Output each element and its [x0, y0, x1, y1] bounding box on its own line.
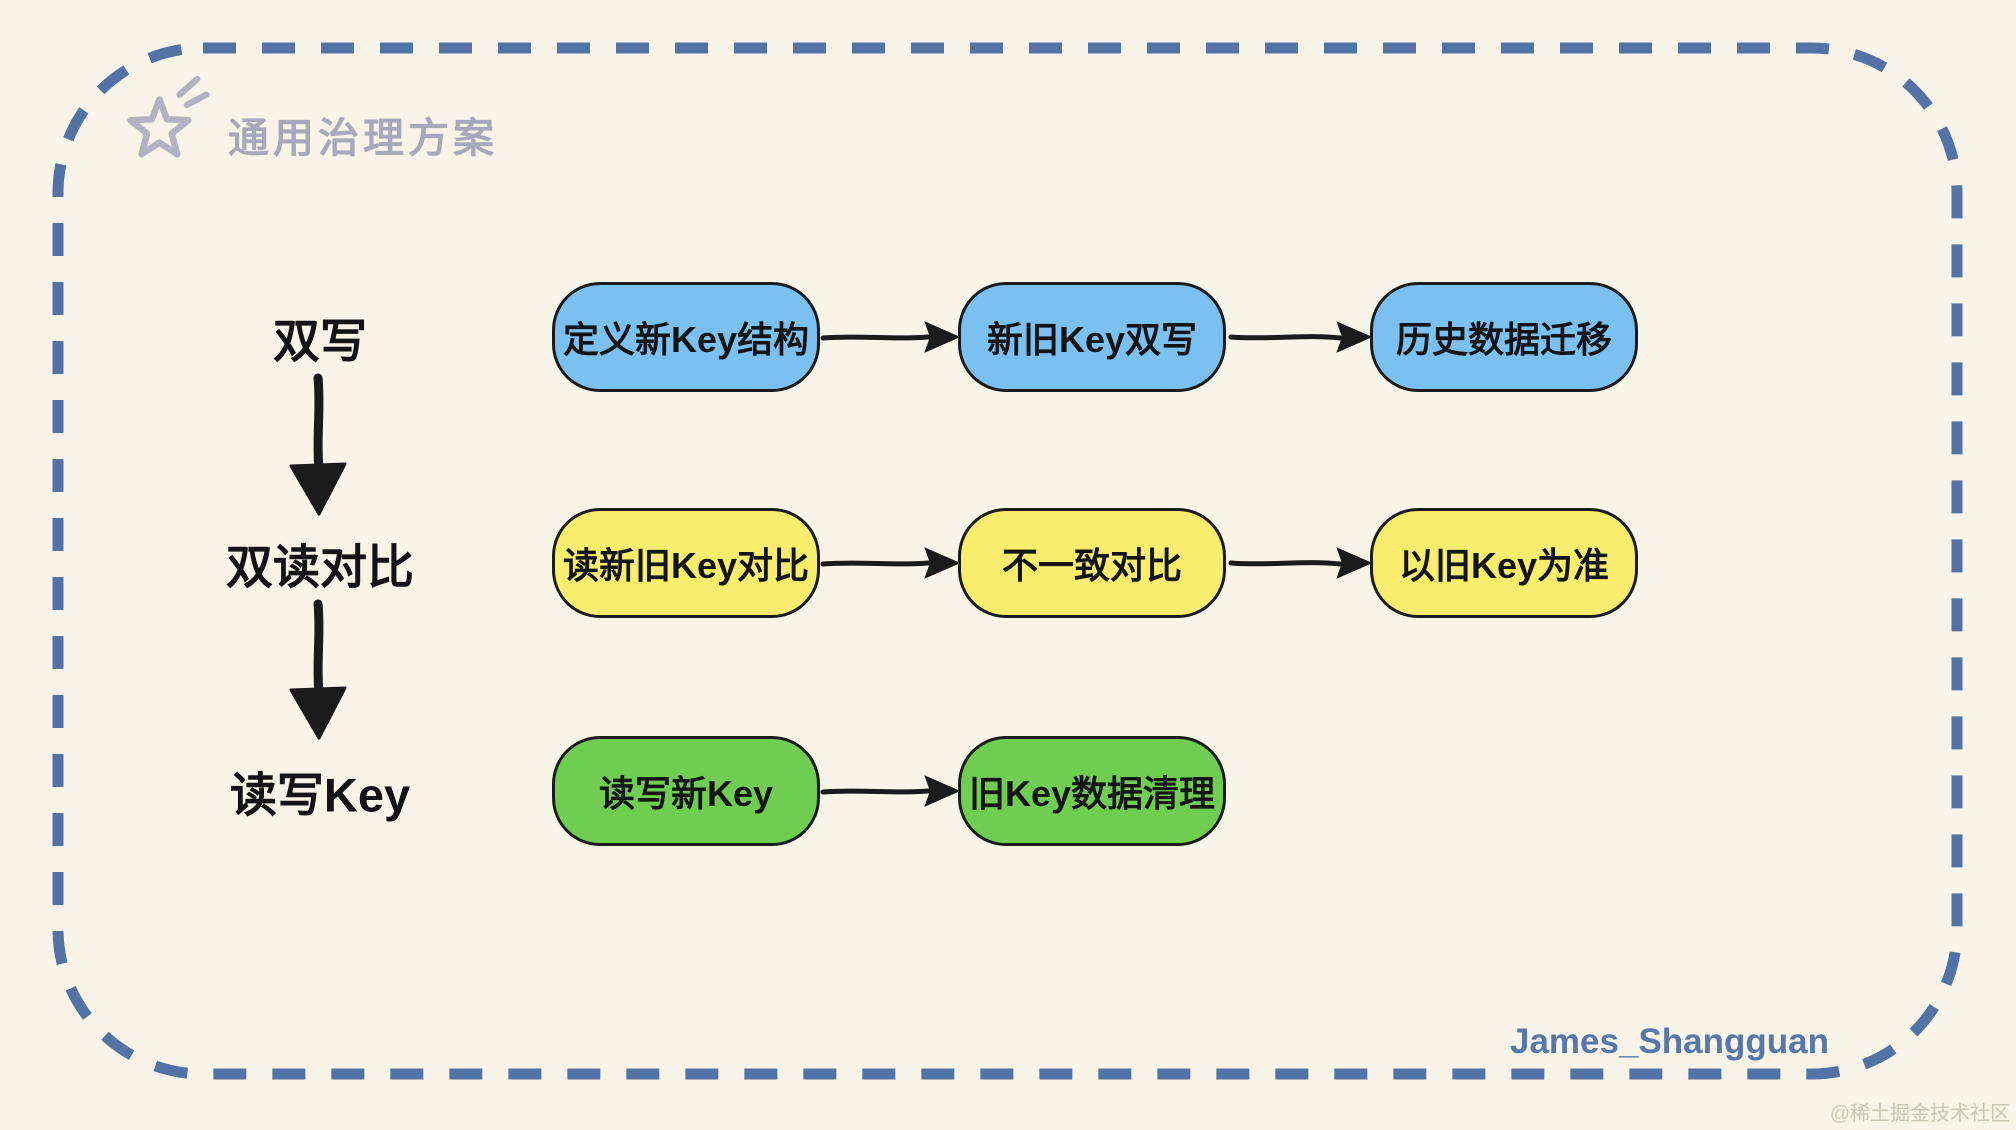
arrow-stage1-stage2: [289, 373, 347, 516]
flow-node: 定义新Key结构: [552, 282, 820, 392]
arrow-row1-step2-step3: [1228, 321, 1373, 353]
arrow-row3-step1-step2: [820, 775, 961, 807]
stage-label-duxie-key: 读写Key: [229, 768, 411, 822]
flow-node: 以旧Key为准: [1370, 508, 1638, 618]
flow-node: 读写新Key: [552, 736, 820, 846]
flow-node: 不一致对比: [958, 508, 1226, 618]
title-block: 通用治理方案: [118, 70, 498, 170]
flow-node: 旧Key数据清理: [958, 736, 1226, 846]
flow-node: 新旧Key双写: [958, 282, 1226, 392]
flow-node: 读新旧Key对比: [552, 508, 820, 618]
arrow-row2-step1-step2: [820, 547, 961, 579]
star-sparkle-icon: [127, 75, 210, 158]
site-watermark: @稀土掘金技术社区: [1829, 1103, 2010, 1125]
page-title: 通用治理方案: [228, 115, 498, 161]
arrow-stage2-stage3: [289, 599, 347, 740]
arrow-row2-step2-step3: [1228, 547, 1373, 579]
flow-node: 历史数据迁移: [1370, 282, 1638, 392]
stage-label-shuangxie: 双写: [273, 314, 367, 368]
author-signature: James_Shangguan: [1510, 1022, 1829, 1061]
arrow-row1-step1-step2: [820, 321, 961, 353]
stage-label-shuangdu-duibi: 双读对比: [226, 540, 414, 594]
